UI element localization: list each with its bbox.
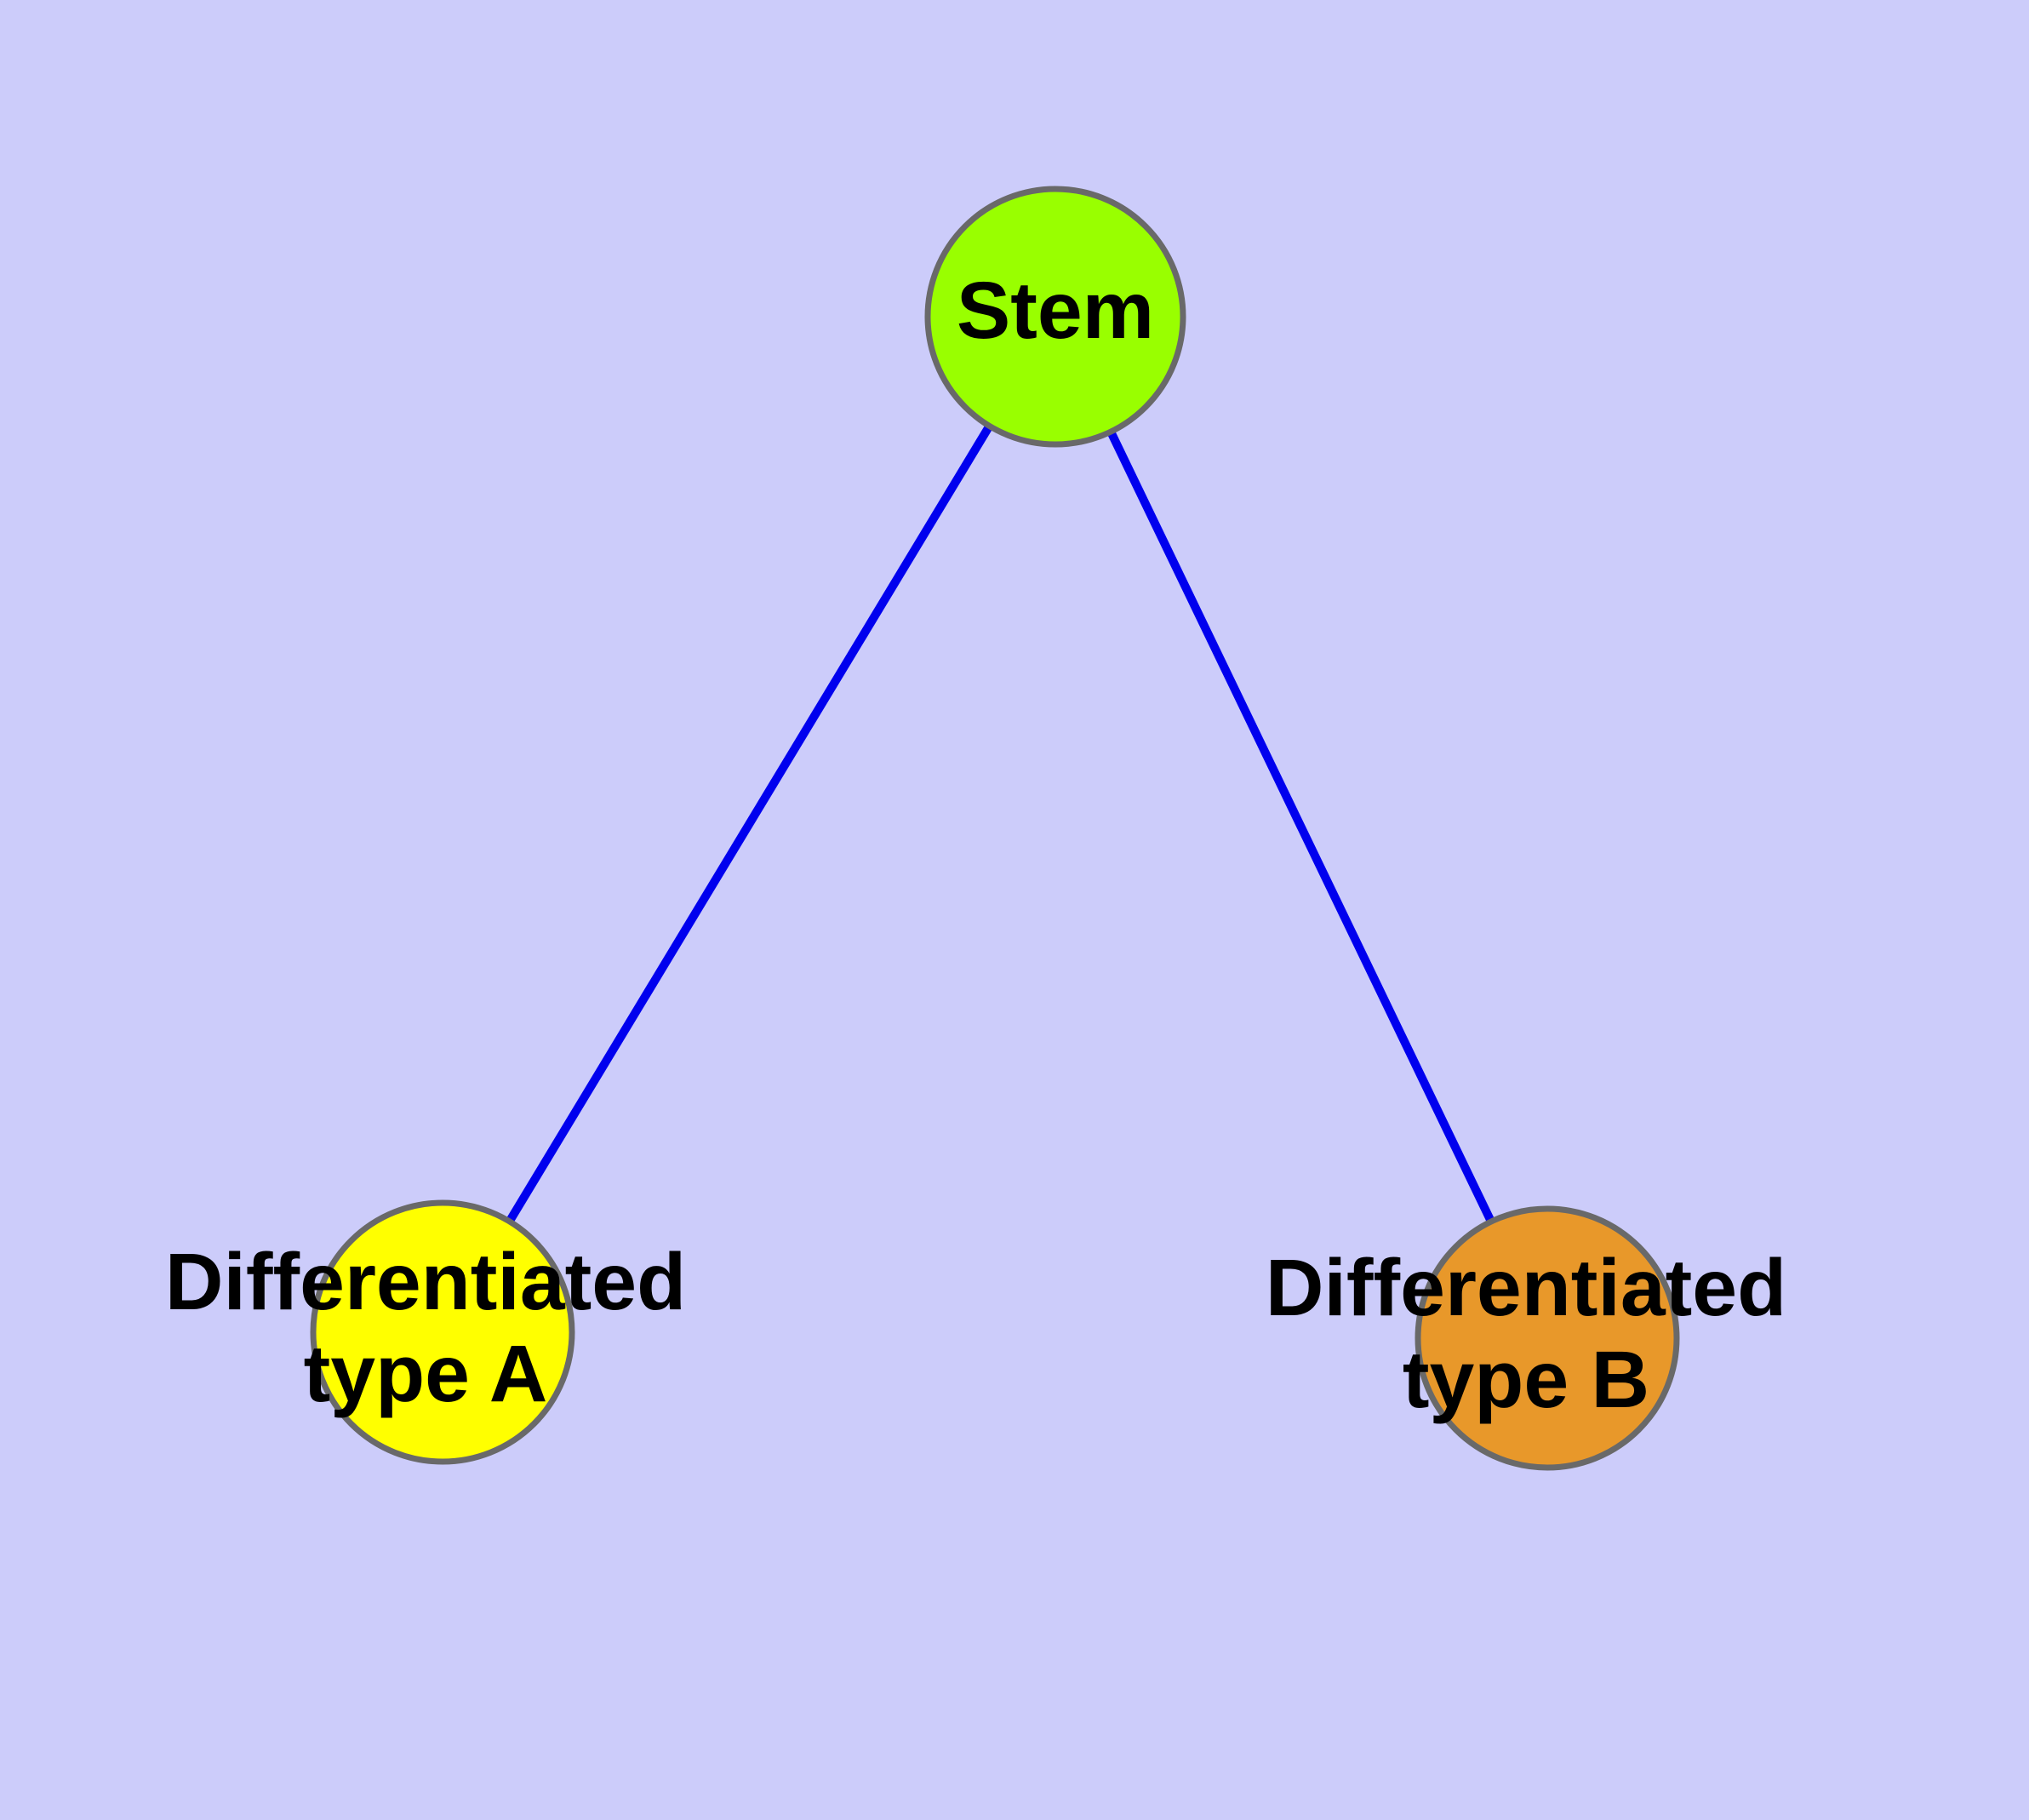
edge-layer <box>438 314 1552 1341</box>
node-stem-circle[interactable] <box>924 186 1186 448</box>
node-differentiated-type-b-circle[interactable] <box>1415 1205 1680 1471</box>
node-differentiated-type-b[interactable] <box>1415 1205 1680 1471</box>
node-differentiated-type-a[interactable] <box>310 1199 575 1465</box>
node-stem[interactable] <box>924 186 1186 448</box>
node-differentiated-type-b-label-line1: Differentiated <box>1266 1243 1786 1333</box>
edge-stem-to-differentiated-type-b[interactable] <box>1051 314 1552 1341</box>
node-differentiated-type-a-label-line1: Differentiated <box>165 1237 686 1327</box>
node-stem-label: Stem <box>957 266 1154 356</box>
label-layer: Stem Differentiated type A Differentiate… <box>165 266 1786 1425</box>
node-layer <box>310 186 1680 1471</box>
node-differentiated-type-a-label-line2: type A <box>304 1329 548 1419</box>
node-differentiated-type-b-label-line2: type B <box>1403 1335 1649 1425</box>
edge-stem-to-differentiated-type-a[interactable] <box>438 314 1060 1335</box>
node-differentiated-type-a-circle[interactable] <box>310 1199 575 1465</box>
